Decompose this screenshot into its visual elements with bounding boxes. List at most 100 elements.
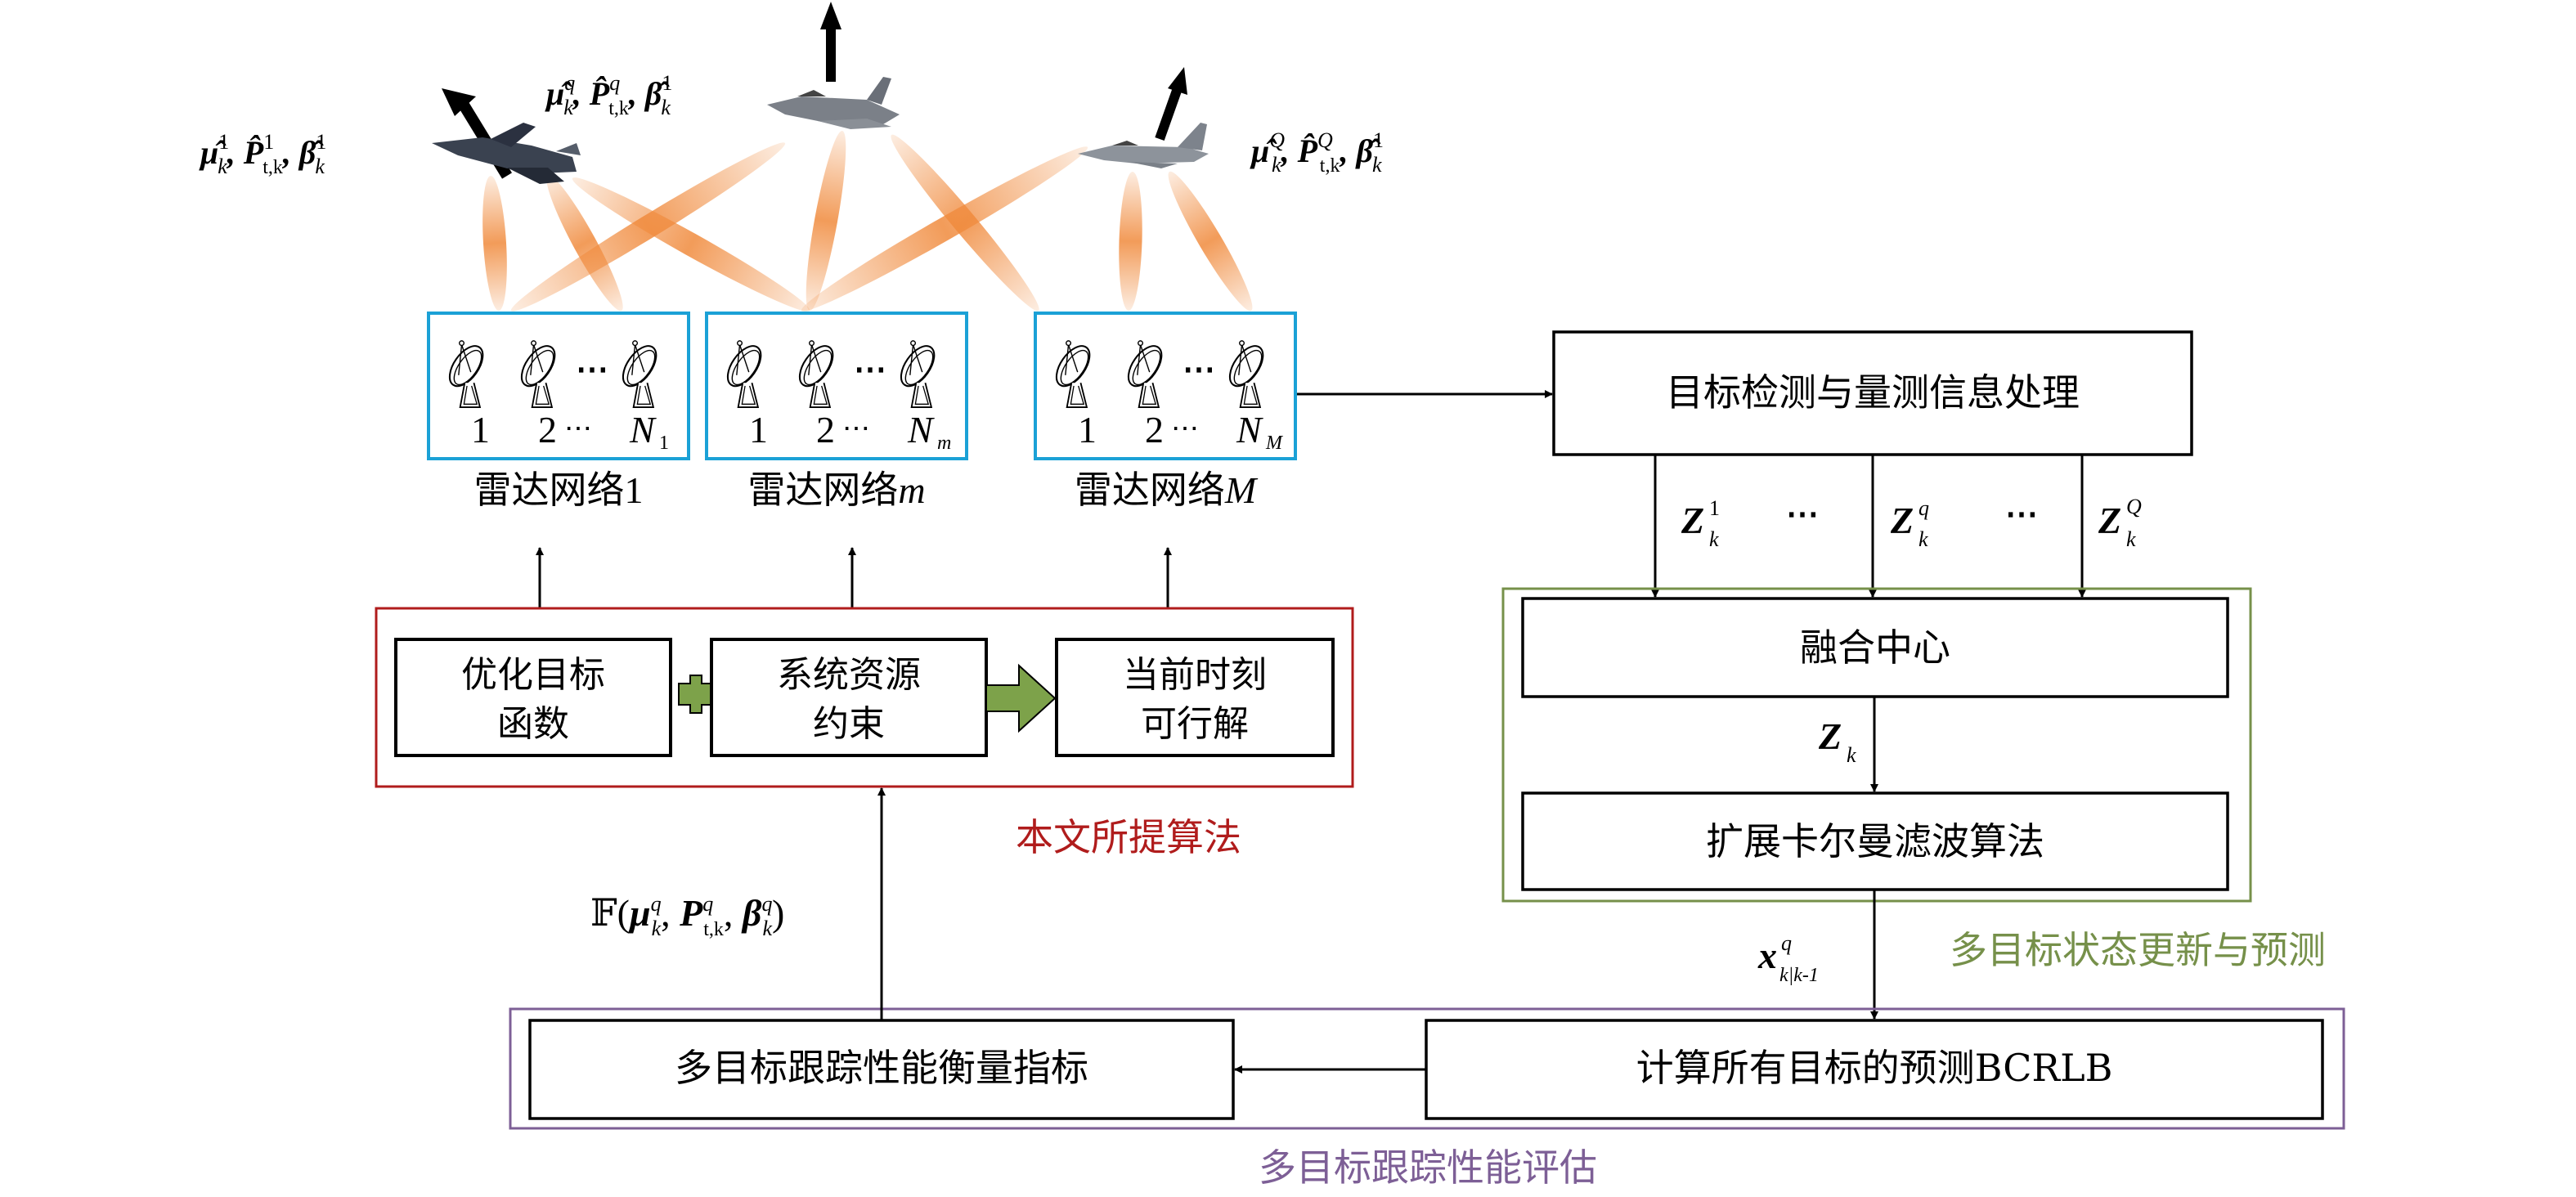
algorithm-block-solution[interactable]: 当前时刻 可行解: [1055, 638, 1335, 757]
radar-index: 1: [749, 409, 768, 451]
measurement-label-1: Z 1 k: [1681, 496, 1720, 551]
radar-index-sub: M: [1265, 433, 1284, 454]
ekf-block[interactable]: 扩展卡尔曼滤波算法: [1521, 791, 2229, 891]
fusion-center-block[interactable]: 融合中心: [1521, 597, 2229, 698]
radar-network-label: 雷达网络1: [474, 468, 644, 512]
velocity-arrowhead-icon: [820, 2, 841, 29]
aircraft-target-1: [432, 88, 581, 184]
svg-text:k: k: [1919, 527, 1928, 551]
svg-text:融合中心: 融合中心: [1800, 625, 1950, 670]
evaluation-group: [509, 1007, 2345, 1130]
svg-text:k|k-1: k|k-1: [1779, 965, 1819, 986]
svg-text:𝔽(μqk, Pqt,k, βqk): 𝔽(μqk, Pqt,k, βqk): [590, 892, 784, 940]
svg-text:目标检测与量测信息处理: 目标检测与量测信息处理: [1666, 370, 2080, 415]
svg-text:优化目标: 优化目标: [461, 654, 605, 696]
svg-text:系统资源: 系统资源: [777, 654, 921, 696]
radar-index-last: N: [629, 409, 657, 451]
radar-beam: [1119, 171, 1142, 312]
radar-beam: [1168, 171, 1253, 312]
radar-ellipsis: ⋯: [1183, 351, 1215, 388]
radar-ellipsis: ⋯: [576, 351, 608, 388]
plus-icon: [678, 675, 712, 714]
velocity-arrowhead-icon: [1168, 67, 1187, 95]
svg-text:μ̂qk, P̂qt,k, β̂1k: μ̂qk, P̂qt,k, β̂1k: [545, 71, 672, 119]
radar-beam: [546, 175, 623, 312]
svg-text:Q: Q: [2126, 495, 2142, 518]
svg-text:当前时刻: 当前时刻: [1123, 654, 1267, 696]
aircraft-target-Q: [1078, 67, 1209, 168]
detection-block[interactable]: 目标检测与量测信息处理: [1552, 330, 2193, 456]
radar-beam: [801, 146, 1088, 312]
svg-text:Z: Z: [2098, 500, 2121, 541]
radar-beam: [482, 175, 507, 312]
radar-index-ellipsis: ⋯: [842, 414, 870, 444]
svg-text:k: k: [2126, 527, 2136, 551]
svg-text:μ̂1k, P̂1t,k, β̂1k: μ̂1k, P̂1t,k, β̂1k: [199, 130, 326, 178]
fused-measurement-label: Z k: [1818, 715, 1856, 767]
velocity-arrowhead-icon: [442, 88, 476, 116]
algorithm-group-label: 本文所提算法: [1016, 815, 1241, 859]
radar-beam: [572, 177, 810, 312]
svg-text:q: q: [1919, 496, 1929, 520]
svg-text:μ̂Qk, P̂Qt,k, β̂1k: μ̂Qk, P̂Qt,k, β̂1k: [1250, 128, 1384, 177]
radar-ellipsis: ⋯: [854, 351, 886, 388]
fighter-jet-icon: [767, 77, 900, 129]
prediction-label: x q k|k-1: [1757, 931, 1819, 986]
radar-index: 2: [538, 409, 557, 451]
svg-text:多目标跟踪性能衡量指标: 多目标跟踪性能衡量指标: [675, 1046, 1088, 1090]
radar-index-last: N: [907, 409, 935, 451]
radar-index: 1: [471, 409, 490, 451]
svg-text:可行解: 可行解: [1141, 703, 1249, 745]
svg-text:k: k: [1709, 527, 1719, 551]
svg-text:x: x: [1757, 935, 1777, 976]
radar-index-ellipsis: ⋯: [1171, 414, 1199, 444]
radar-beams: [482, 130, 1253, 312]
radar-index: 2: [1145, 409, 1164, 451]
fusion-group-label: 多目标状态更新与预测: [1950, 928, 2326, 972]
algorithm-group: [375, 607, 1354, 788]
right-arrow-icon: [985, 663, 1057, 733]
radar-network-label: 雷达网络m: [747, 468, 925, 512]
svg-text:k: k: [1847, 743, 1856, 767]
radar-index: 1: [1078, 409, 1097, 451]
svg-text:Z: Z: [1890, 500, 1914, 541]
algorithm-block-objective[interactable]: 优化目标 函数: [394, 638, 672, 757]
svg-text:计算所有目标的预测BCRLB: 计算所有目标的预测BCRLB: [1636, 1046, 2113, 1090]
radar-index-last: N: [1236, 409, 1263, 451]
svg-text:函数: 函数: [497, 703, 569, 745]
svg-text:q: q: [1781, 931, 1792, 955]
measurement-label-Q: Z Q k: [2098, 495, 2142, 551]
velocity-arrow-icon: [1155, 86, 1183, 141]
fusion-group: [1501, 587, 2252, 903]
bcrlb-block[interactable]: 计算所有目标的预测BCRLB: [1425, 1019, 2324, 1120]
measurement-ellipsis: ⋯: [2005, 495, 2038, 532]
svg-text:扩展卡尔曼滤波算法: 扩展卡尔曼滤波算法: [1706, 819, 2044, 863]
svg-text:Z: Z: [1818, 715, 1842, 757]
radar-index-sub: m: [937, 433, 951, 454]
svg-text:1: 1: [1709, 496, 1720, 520]
radar-index: 2: [816, 409, 835, 451]
evaluation-group-label: 多目标跟踪性能评估: [1259, 1145, 1597, 1190]
aircraft-target-q: [767, 2, 900, 129]
measurement-label-q: Z q k: [1890, 496, 1929, 551]
svg-text:Z: Z: [1681, 500, 1704, 541]
metric-block[interactable]: 多目标跟踪性能衡量指标: [528, 1019, 1235, 1120]
radar-network-label: 雷达网络M: [1075, 468, 1259, 512]
svg-text:约束: 约束: [813, 703, 885, 745]
radar-index-sub: 1: [659, 433, 669, 454]
radar-beam: [806, 130, 846, 312]
radar-index-ellipsis: ⋯: [564, 414, 592, 444]
algorithm-block-constraints[interactable]: 系统资源 约束: [710, 638, 988, 757]
measurement-ellipsis: ⋯: [1786, 495, 1819, 532]
fighter-jet-icon: [432, 123, 581, 184]
radar-beam: [510, 142, 786, 312]
